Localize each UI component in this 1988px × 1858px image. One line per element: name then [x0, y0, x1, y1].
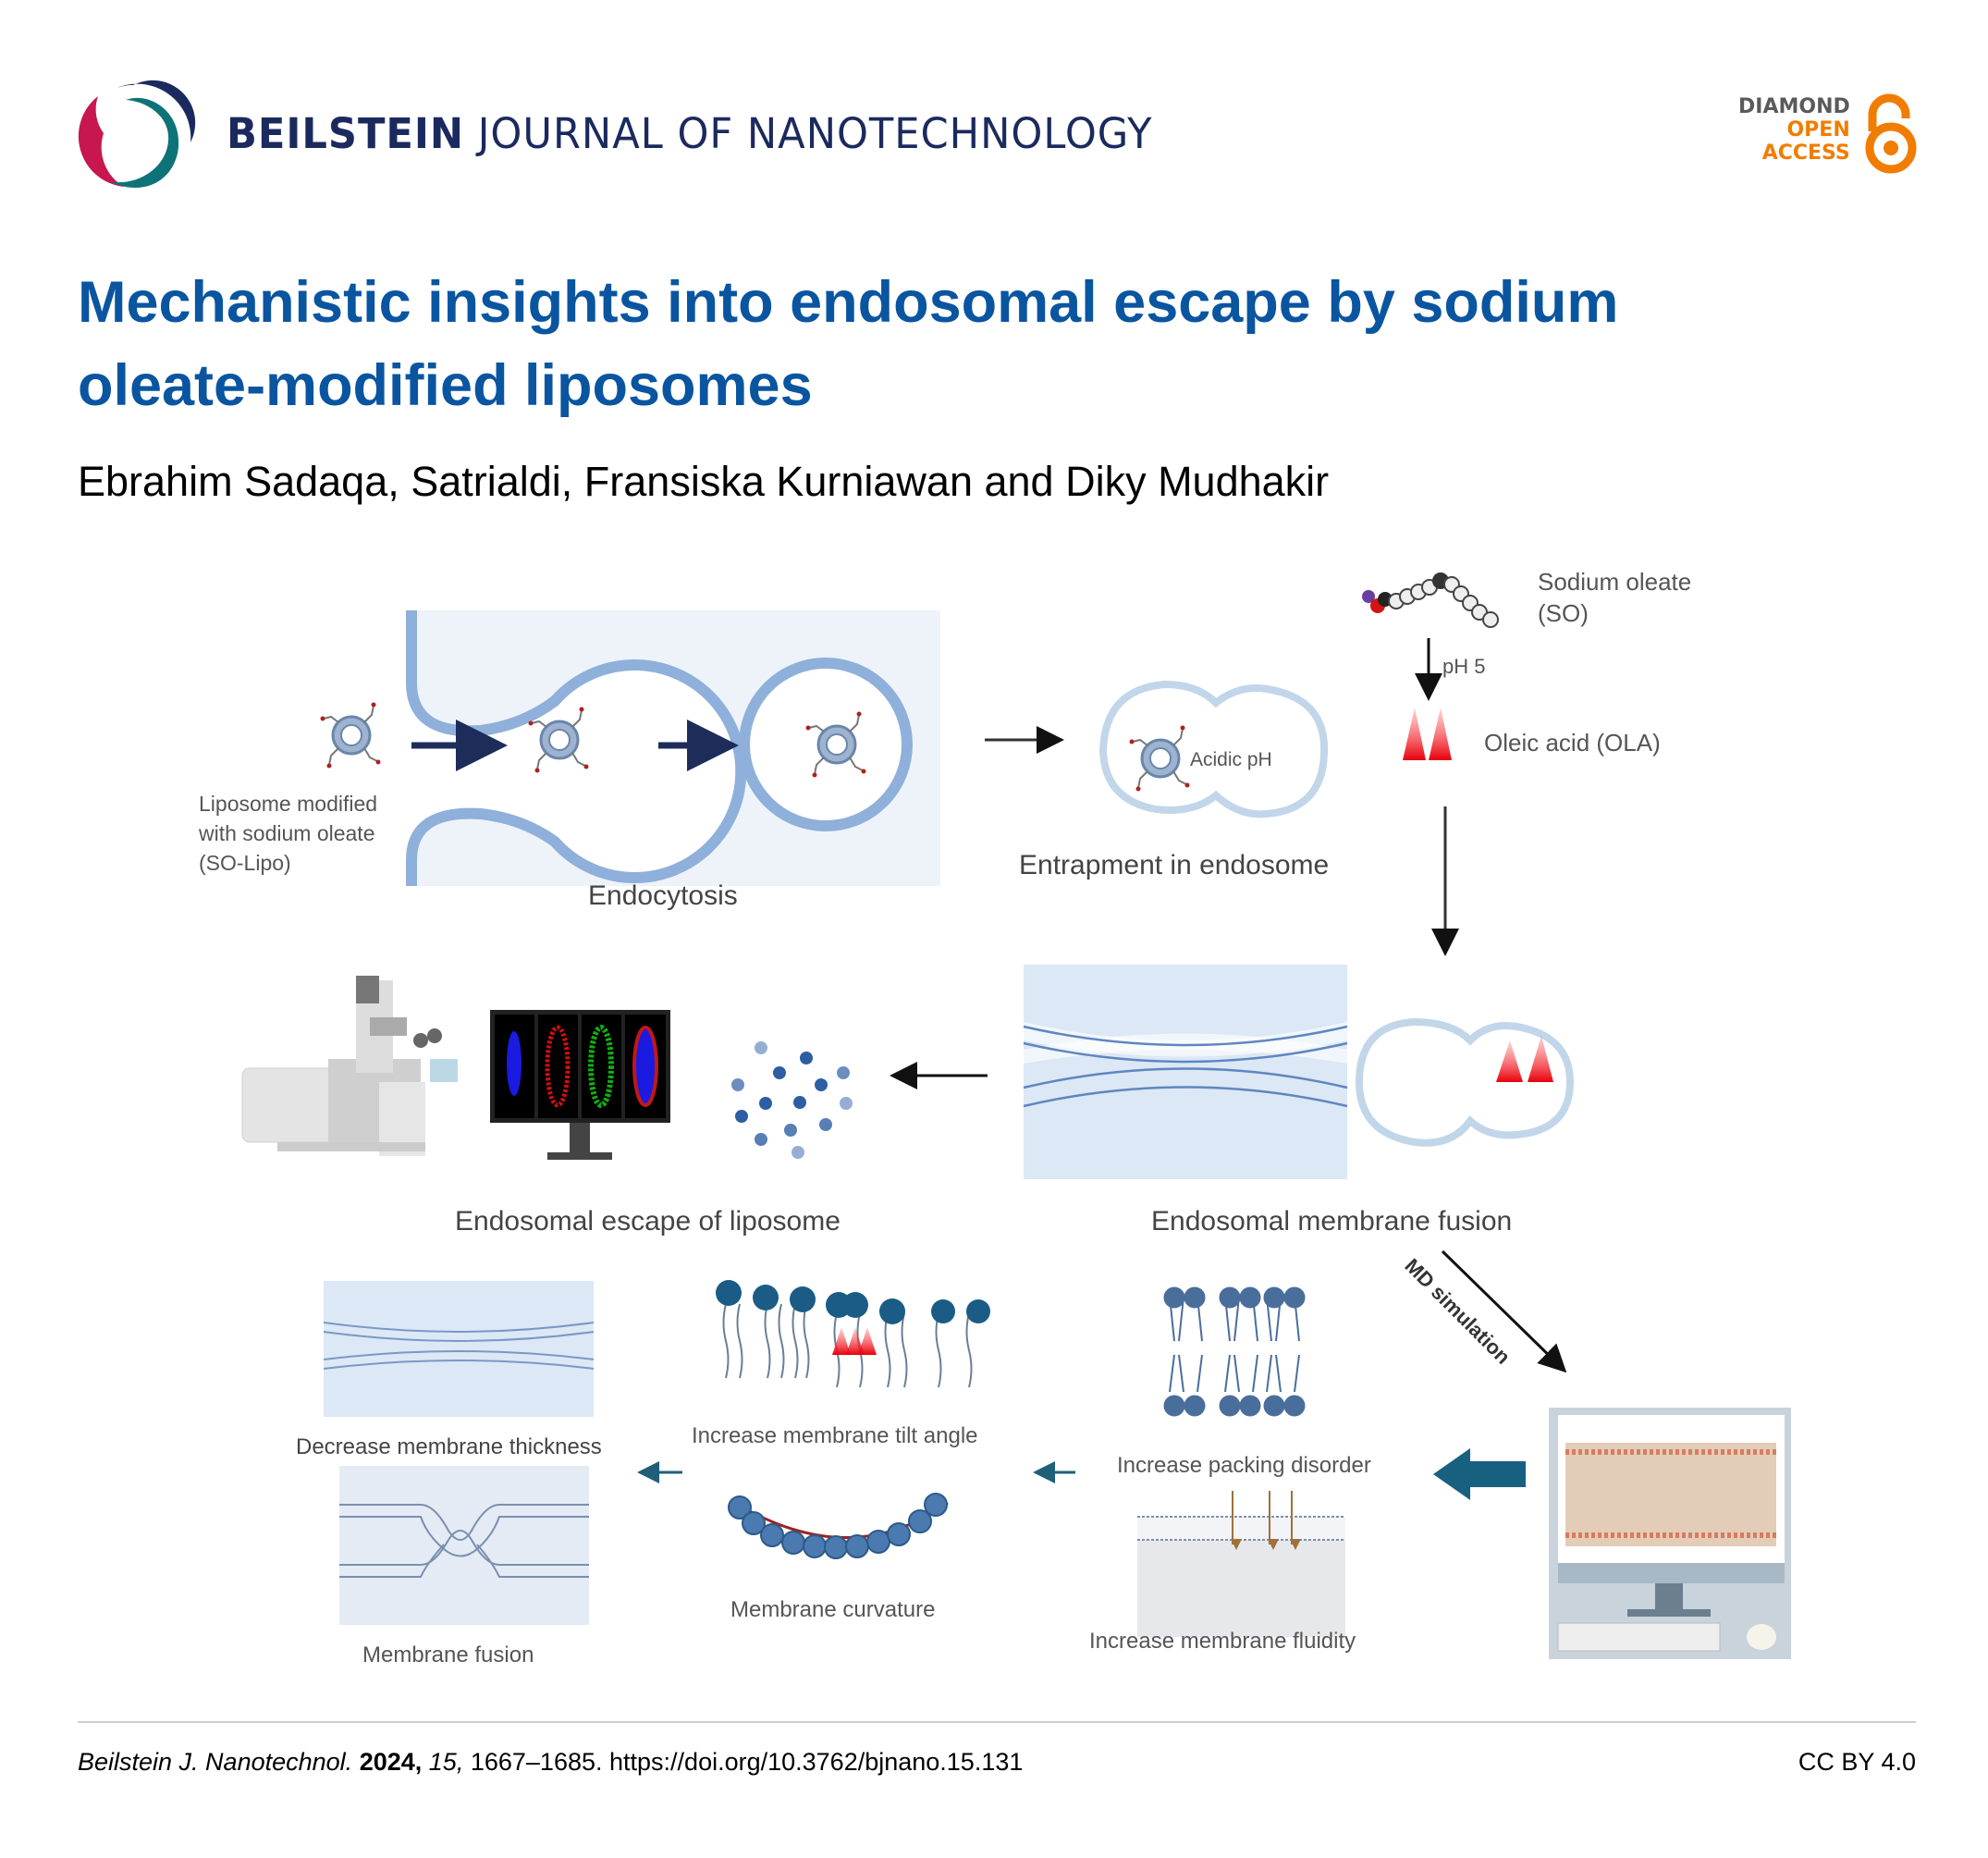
escape-label: Endosomal escape of liposome [455, 1206, 841, 1237]
open-lock-icon [1863, 91, 1919, 180]
journal-name-rest: JOURNAL OF NANOTECHNOLOGY [477, 109, 1153, 158]
membrane-fusion-panel [339, 1466, 589, 1625]
so-lipo-label-2: with sodium oleate [198, 821, 375, 845]
author-list: Ebrahim Sadaqa, Satrialdi, Fransiska Kur… [78, 458, 1330, 505]
endosome-icon [1355, 1017, 1575, 1147]
oa-access-label: ACCESS [1761, 142, 1850, 165]
endosome-icon [1098, 680, 1329, 818]
oa-diamond-label: DIAMOND [1738, 95, 1850, 118]
escaped-liposomes-icon [731, 1041, 853, 1159]
fluidity-label: Increase membrane fluidity [1089, 1629, 1356, 1654]
citation: Beilstein J. Nanotechnol. 2024, 15, 1667… [78, 1748, 1023, 1777]
thickness-panel [324, 1281, 594, 1417]
entrapment-label: Entrapment in endosome [1019, 850, 1329, 880]
oleic-acid-icon [1528, 1036, 1553, 1082]
graphical-abstract: Liposome modified with sodium oleate (SO… [198, 568, 1791, 1667]
citation-pages: 1667–1685. [470, 1748, 603, 1776]
endocytosis-label: Endocytosis [588, 880, 738, 911]
oleic-acid-icon [1403, 708, 1426, 760]
doi-link[interactable]: https://doi.org/10.3762/bjnano.15.131 [609, 1748, 1024, 1776]
so-lipo-label-3: (SO-Lipo) [199, 851, 291, 875]
journal-logo[interactable] [78, 78, 196, 196]
so-liposome-icon [319, 701, 382, 769]
tilted-lipids-icon [716, 1280, 990, 1388]
lipid-bilayer-icon [1163, 1286, 1306, 1417]
sodium-oleate-molecule-icon [1362, 572, 1499, 628]
citation-volume: 15, [428, 1748, 464, 1776]
title-line-1: Mechanistic insights into endosomal esca… [78, 270, 1619, 335]
big-arrow-icon [1433, 1448, 1526, 1500]
open-access-badge: DIAMOND OPEN ACCESS [1738, 95, 1850, 165]
tilt-label: Increase membrane tilt angle [692, 1423, 978, 1448]
oleic-acid-icon [1429, 708, 1452, 760]
acidic-ph-label: Acidic pH [1190, 749, 1272, 770]
md-simulation-label: MD simulation [1400, 1254, 1515, 1369]
title-line-2: oleate-modified liposomes [78, 353, 813, 418]
sodium-oleate-label-1: Sodium oleate [1538, 568, 1691, 596]
so-lipo-label-1: Liposome modified [199, 792, 377, 816]
oa-open-label: OPEN [1786, 118, 1850, 142]
curvature-label: Membrane curvature [730, 1597, 935, 1622]
ph5-label: pH 5 [1442, 655, 1485, 678]
fusion-panel [1024, 965, 1347, 1179]
license-label[interactable]: CC BY 4.0 [1798, 1748, 1916, 1776]
journal-name: BEILSTEIN JOURNAL OF NANOTECHNOLOGY [227, 109, 1152, 158]
thickness-label: Decrease membrane thickness [296, 1434, 602, 1459]
arrow-icon [1441, 1249, 1567, 1373]
footer-divider [78, 1721, 1916, 1723]
sodium-oleate-label-2: (SO) [1538, 599, 1589, 627]
swirl-logo-icon [78, 80, 196, 189]
md-computer-icon [1549, 1408, 1791, 1659]
microscope-icon [241, 976, 458, 1156]
membrane-fusion-label: Membrane fusion [362, 1643, 534, 1667]
fusion-label: Endosomal membrane fusion [1151, 1206, 1512, 1237]
membrane-curvature-icon [728, 1493, 949, 1559]
citation-year: 2024, [359, 1748, 423, 1776]
packing-label: Increase packing disorder [1117, 1453, 1371, 1478]
journal-name-bold: BEILSTEIN [227, 109, 465, 158]
article-title: Mechanistic insights into endosomal esca… [78, 261, 1881, 427]
oleic-acid-label: Oleic acid (OLA) [1484, 729, 1661, 757]
citation-journal: Beilstein J. Nanotechnol. [78, 1748, 353, 1776]
confocal-monitor-icon [490, 1010, 670, 1160]
oleic-acid-icon [1496, 1040, 1523, 1082]
